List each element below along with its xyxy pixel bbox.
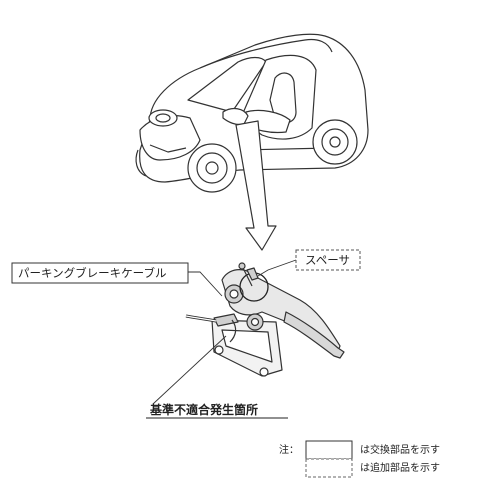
label-box-spacer — [295, 249, 361, 271]
legend-note-prefix: 注： — [279, 445, 299, 456]
legend-addition-text: は追加部品を示す — [360, 463, 440, 474]
vehicle-illustration — [135, 33, 369, 193]
legend-replacement-swatch — [305, 440, 353, 460]
nonconformity-location-label: 基準不適合発生箇所 — [150, 403, 259, 417]
parking-brake-assembly — [185, 262, 345, 377]
leader-lines — [152, 259, 297, 405]
legend-addition-swatch — [305, 458, 353, 478]
label-box-parking-brake-cable — [11, 262, 189, 284]
spacer-label: スペーサ — [305, 253, 350, 267]
parking-brake-cable-label: パーキングブレーキケーブル — [18, 266, 167, 280]
pointer-arrow — [235, 120, 277, 251]
legend-replacement-text: は交換部品を示す — [360, 445, 440, 456]
